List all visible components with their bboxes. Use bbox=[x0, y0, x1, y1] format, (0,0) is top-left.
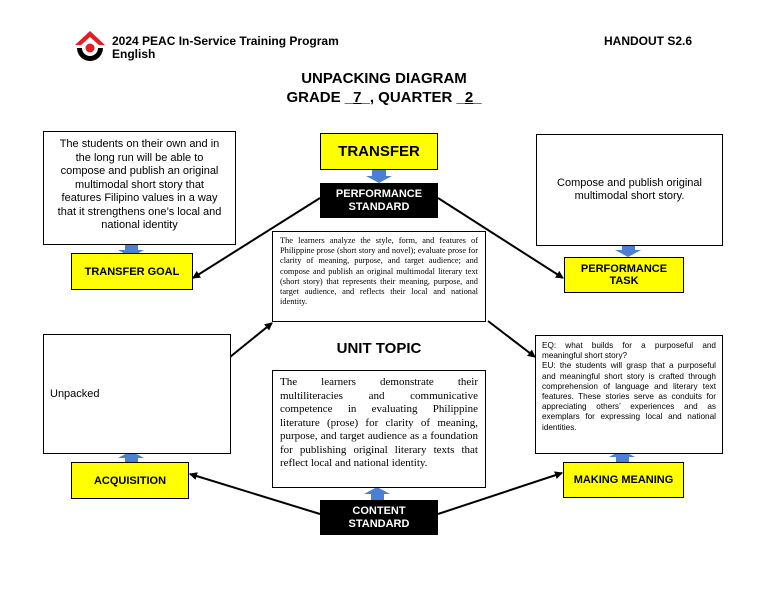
arrow-to-transfer-goal bbox=[192, 197, 321, 279]
arrow-to-making-meaning bbox=[437, 471, 563, 515]
blue-down-arrow-transfer bbox=[366, 170, 392, 183]
diagram-title: UNPACKING DIAGRAM bbox=[301, 70, 467, 87]
peac-logo-icon bbox=[75, 31, 105, 61]
blue-down-arrow-performance-task bbox=[615, 245, 641, 257]
blue-up-arrow-making-meaning bbox=[609, 450, 635, 462]
quarter-prefix: _, QUARTER _ bbox=[361, 89, 465, 106]
arrow-to-making-meaning-box bbox=[487, 320, 536, 358]
performance-standard-text-box: The learners analyze the style, form, an… bbox=[272, 231, 486, 322]
arrow-to-acquisition bbox=[189, 472, 321, 515]
performance-standard-label: PERFORMANCE STANDARD bbox=[320, 183, 438, 218]
grade-value: 7 bbox=[353, 89, 362, 106]
blue-up-arrow-acquisition bbox=[118, 451, 144, 463]
content-standard-text-box: The learners demonstrate their multilite… bbox=[272, 370, 486, 488]
transfer-goal-text-box: The students on their own and in the lon… bbox=[43, 131, 236, 245]
acquisition-text: Unpacked bbox=[50, 388, 100, 400]
enduring-understanding: EU: the students will grasp that a purpo… bbox=[542, 361, 716, 432]
transfer-goal-label: TRANSFER GOAL bbox=[71, 253, 193, 290]
making-meaning-label: MAKING MEANING bbox=[563, 462, 684, 498]
acquisition-text-box: Unpacked bbox=[43, 334, 231, 454]
performance-task-label: PERFORMANCE TASK bbox=[564, 257, 684, 293]
blue-down-arrow-transfer-goal bbox=[118, 245, 144, 257]
transfer-goal-text: The students on their own and in the lon… bbox=[57, 138, 222, 231]
arrow-from-acquisition-box bbox=[229, 322, 273, 358]
acquisition-label: ACQUISITION bbox=[71, 462, 189, 499]
blue-up-arrow-content bbox=[364, 487, 390, 500]
transfer-label: TRANSFER bbox=[320, 133, 438, 170]
arrow-to-performance-task bbox=[437, 197, 564, 279]
unit-topic-label: UNIT TOPIC bbox=[336, 340, 422, 357]
program-title: 2024 PEAC In-Service Training Program bbox=[112, 34, 339, 48]
content-standard-text: The learners demonstrate their multilite… bbox=[280, 376, 478, 469]
subject-label: English bbox=[112, 47, 156, 61]
performance-task-text: Compose and publish original multimodal … bbox=[557, 176, 702, 203]
quarter-suffix: _ bbox=[473, 89, 482, 106]
essential-question: EQ: what builds for a purposeful and mea… bbox=[542, 341, 716, 361]
handout-label: HANDOUT S2.6 bbox=[604, 34, 693, 48]
performance-standard-text: The learners analyze the style, form, an… bbox=[280, 236, 478, 307]
grade-prefix: GRADE _ bbox=[286, 89, 354, 106]
quarter-value: 2 bbox=[464, 89, 474, 106]
grade-quarter-line: GRADE _7_, QUARTER _2_ bbox=[0, 89, 768, 106]
content-standard-label: CONTENT STANDARD bbox=[320, 500, 438, 535]
performance-task-text-box: Compose and publish original multimodal … bbox=[536, 134, 723, 246]
making-meaning-text-box: EQ: what builds for a purposeful and mea… bbox=[535, 335, 723, 454]
